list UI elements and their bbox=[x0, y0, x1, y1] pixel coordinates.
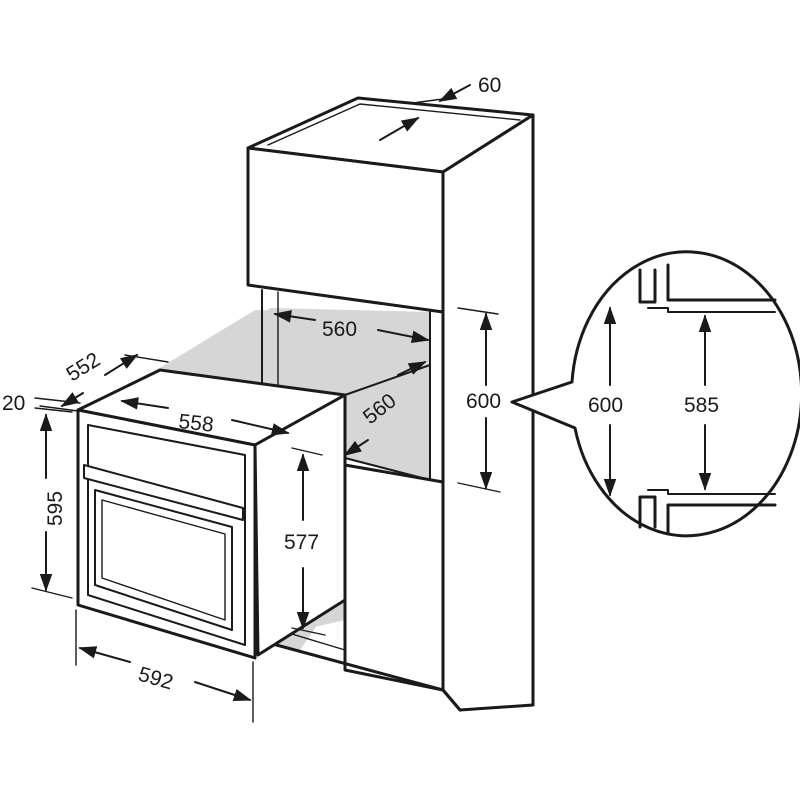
cabinet bbox=[246, 96, 535, 712]
dim-arrow-niche-depth-top bbox=[397, 361, 427, 376]
dim-arrow-niche-depth-bottom bbox=[343, 439, 369, 456]
dim-label-oven-width: 592 bbox=[136, 663, 176, 695]
detail-label-inner-height: 585 bbox=[684, 394, 719, 417]
dim-arrow-vent-bottom bbox=[379, 117, 420, 141]
oven-door-window bbox=[94, 489, 233, 631]
dim-arrow-vent-top bbox=[438, 84, 471, 102]
dim-arrow-niche-width-left bbox=[273, 310, 316, 323]
cabinet-upper-front bbox=[246, 146, 445, 314]
dim-label-niche-width: 560 bbox=[322, 318, 357, 341]
oven-side bbox=[253, 393, 347, 657]
dim-arrow-niche-width-right bbox=[377, 329, 430, 344]
dim-label-oven-depth: 552 bbox=[62, 348, 104, 386]
detail-callout bbox=[510, 250, 800, 538]
oven-handle bbox=[83, 464, 244, 521]
cabinet-lower-front bbox=[343, 463, 445, 692]
dim-label-body-width: 558 bbox=[177, 410, 214, 437]
dim-arrow-oven-width-left bbox=[78, 646, 131, 663]
dim-label-body-height: 577 bbox=[284, 531, 319, 554]
dim-label-front-thickness: 20 bbox=[2, 392, 25, 415]
oven-front-inner bbox=[87, 424, 246, 646]
dim-arrow-oven-depth bbox=[104, 354, 139, 376]
cabinet-plinth bbox=[256, 638, 462, 712]
dimension-lines bbox=[31, 84, 501, 723]
oven bbox=[76, 368, 347, 660]
dim-label-vent-gap: 60 bbox=[478, 74, 501, 97]
dim-arrow-body-width-right bbox=[231, 419, 290, 436]
dim-arrow-oven-width-right bbox=[194, 681, 252, 701]
dim-arrow-body-width-left bbox=[120, 397, 169, 410]
dim-label-niche-height: 600 bbox=[466, 390, 501, 413]
dim-label-oven-height: 595 bbox=[44, 491, 67, 526]
oven-front bbox=[76, 408, 257, 660]
detail-label-outer-height: 600 bbox=[588, 394, 623, 417]
